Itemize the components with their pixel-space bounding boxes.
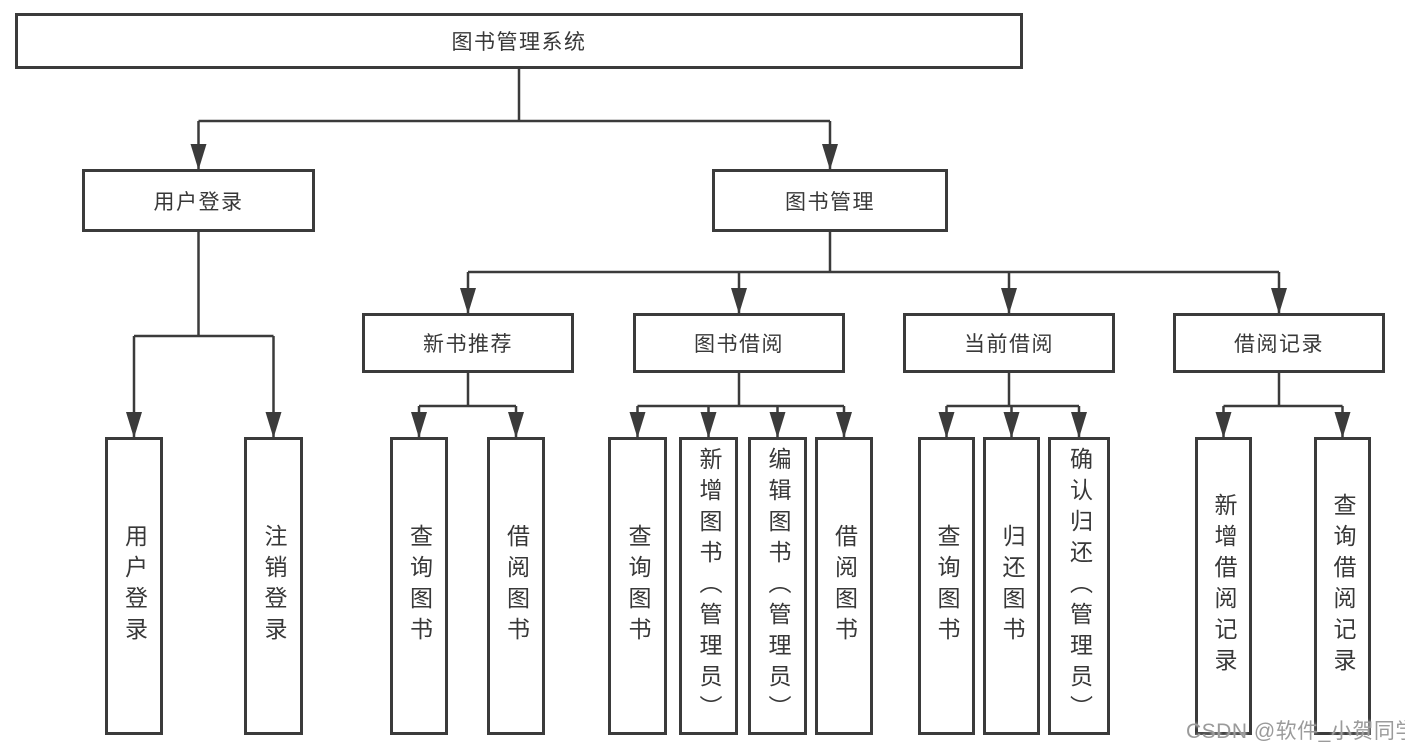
diagram-node-book-borrowing: 图书借阅 xyxy=(633,313,845,373)
diagram-leaf-query-books-borrowing: 查询图书 xyxy=(608,437,667,735)
diagram-leaf-borrow-books-recommend: 借阅图书 xyxy=(487,437,545,735)
diagram-node-book-management: 图书管理 xyxy=(712,169,948,232)
diagram-leaf-user-login: 用户登录 xyxy=(105,437,163,735)
diagram-leaf-query-borrow-record: 查询借阅记录 xyxy=(1314,437,1371,735)
diagram-node-root: 图书管理系统 xyxy=(15,13,1023,69)
watermark-text: CSDN @软件_小贺同学 xyxy=(1186,720,1405,743)
diagram-node-user-login: 用户登录 xyxy=(82,169,315,232)
diagram-leaf-edit-book-admin: 编辑图书（管理员） xyxy=(748,437,807,735)
diagram-leaf-add-borrow-record: 新增借阅记录 xyxy=(1195,437,1252,735)
diagram-leaf-return-books: 归还图书 xyxy=(983,437,1040,735)
diagram-leaf-borrow-books-borrowing: 借阅图书 xyxy=(815,437,873,735)
diagram-node-new-book-recommend: 新书推荐 xyxy=(362,313,574,373)
diagram-node-borrow-records: 借阅记录 xyxy=(1173,313,1385,373)
diagram-leaf-logout: 注销登录 xyxy=(244,437,303,735)
diagram-leaf-query-books-current: 查询图书 xyxy=(918,437,975,735)
diagram-leaf-confirm-return-admin: 确认归还（管理员） xyxy=(1048,437,1110,735)
diagram-node-current-borrowing: 当前借阅 xyxy=(903,313,1115,373)
diagram-leaf-query-books-recommend: 查询图书 xyxy=(390,437,448,735)
diagram-leaf-add-book-admin: 新增图书（管理员） xyxy=(679,437,738,735)
